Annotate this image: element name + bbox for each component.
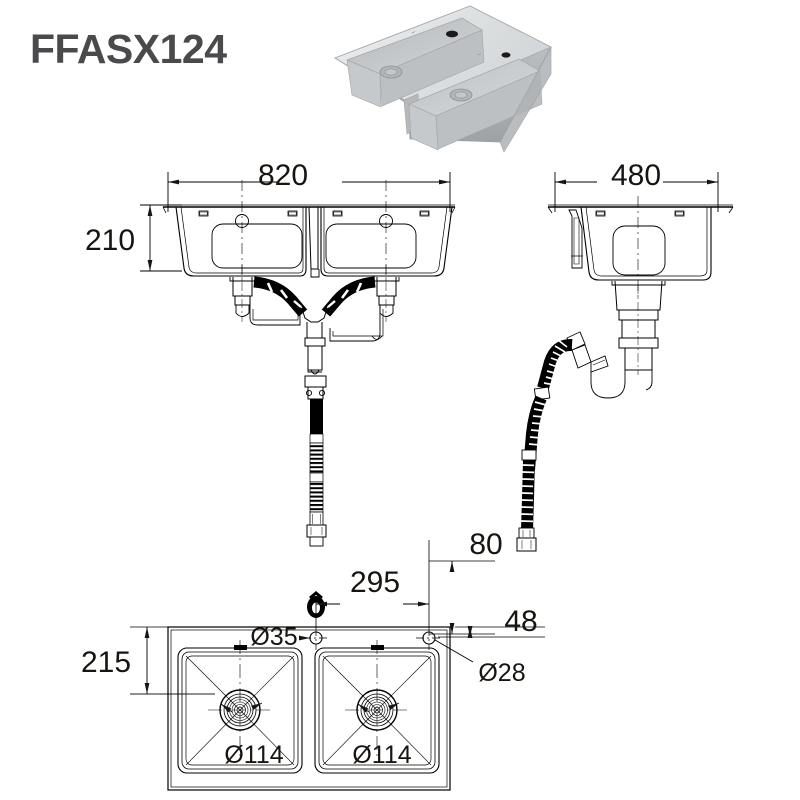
waste-y-junction [302,311,327,375]
waste-connector-right [329,305,384,342]
render-tap-hole-1 [446,30,458,38]
plan-outer-tray [167,626,451,791]
dimension-label-80: 80 [469,528,502,561]
side-elevation-view [516,172,734,552]
flex-hose-left [253,276,308,317]
dimension-label-48: 48 [504,605,537,638]
dimension-210 [140,204,182,272]
dimension-label-215: 215 [81,646,131,679]
dimension-48 [438,626,545,638]
page-title: FFASX124 [30,26,227,72]
dimension-label-210: 210 [85,224,135,257]
product-photo-render [333,5,553,153]
dimension-label-28: Ø28 [478,659,525,687]
plan-view [130,540,545,791]
dimension-80 [429,560,495,635]
dimension-820 [167,172,451,212]
plan-tap-hole-right [416,628,442,650]
dimension-label-295: 295 [350,566,400,599]
dimension-label-820: 820 [258,159,308,192]
dimension-295 [315,540,430,628]
dimension-label-480: 480 [611,159,661,192]
render-tap-hole-2 [501,52,511,58]
front-waste-assembly [229,265,400,547]
front-right-bowl [320,180,453,285]
side-drain-hose [516,331,586,552]
waste-outlet-tee [304,346,327,400]
waste-strainer-left [229,265,256,322]
waste-strainer-right [373,265,400,322]
drain-hose-vertical [306,399,327,547]
front-elevation-view [140,172,456,547]
dimension-label-114-left: Ø114 [224,741,283,769]
leader-28 [434,639,474,663]
dimension-label-35: Ø35 [250,623,297,651]
side-waste-strainer [611,280,666,375]
front-left-bowl [175,180,307,285]
dimension-215 [130,626,215,695]
plan-tap-hole-left [303,628,329,650]
render-drain-right [449,88,473,102]
dimension-label-114-right: Ø114 [352,741,411,769]
flex-hose-right [321,276,376,317]
front-bowl-divider [308,206,320,278]
render-drain-left [379,65,403,79]
waste-connector-left [249,305,301,326]
side-bowl-body [547,196,734,300]
side-waste-elbow [571,344,653,399]
